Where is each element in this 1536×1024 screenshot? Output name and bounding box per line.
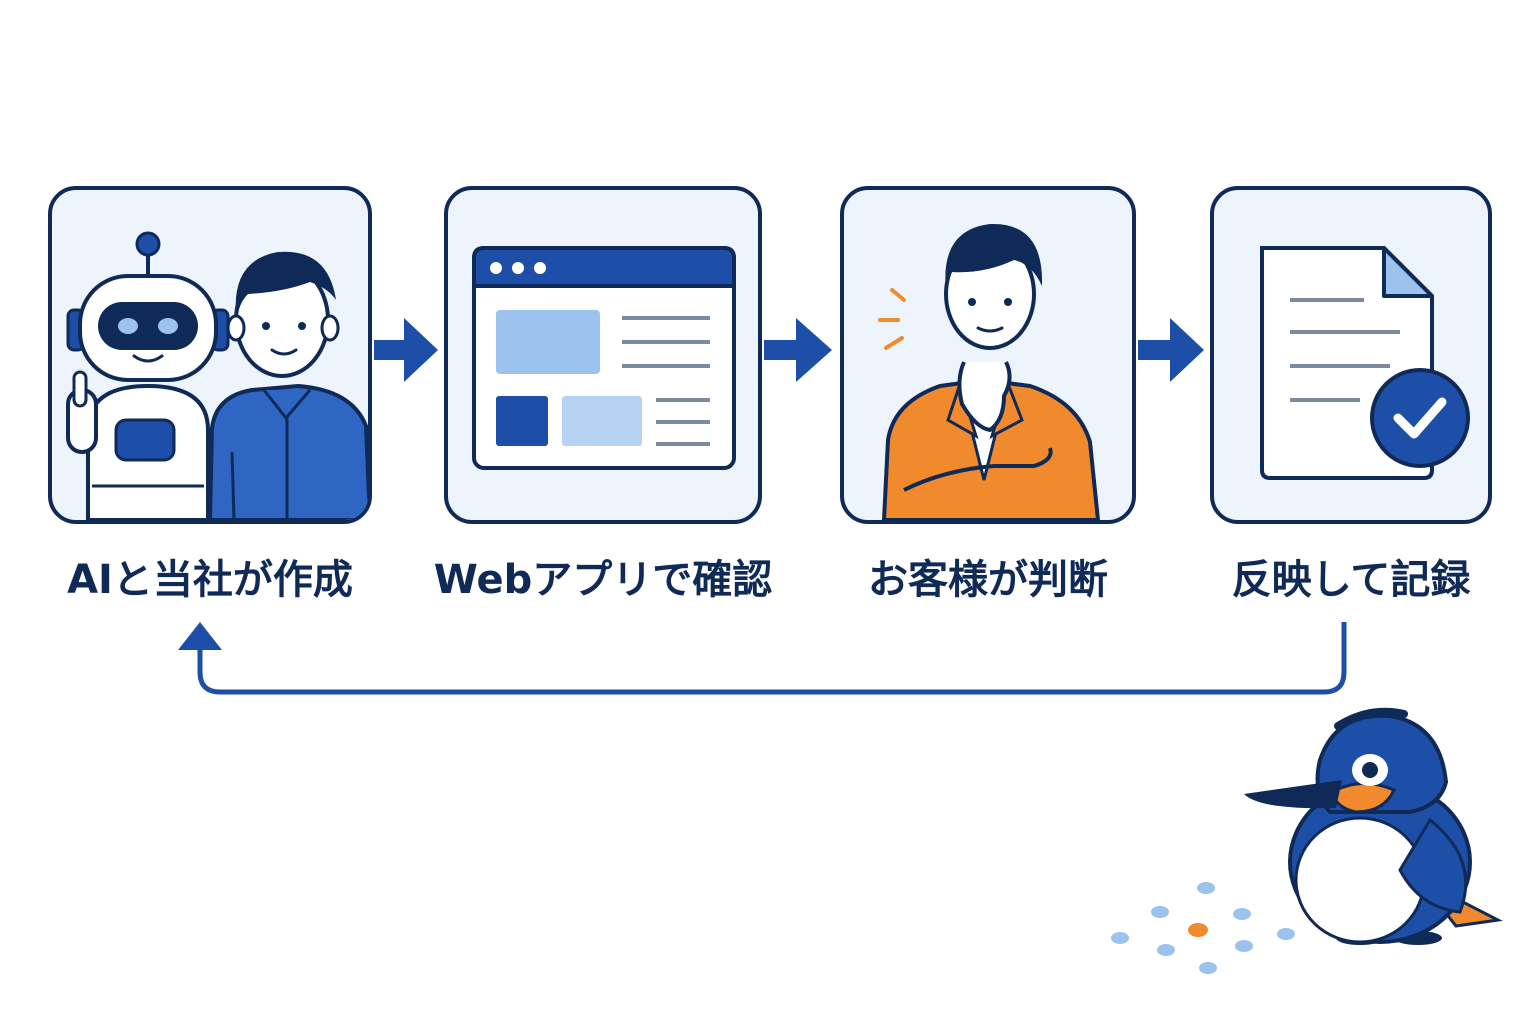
- arrow-right-icon: [764, 318, 832, 382]
- step-label-reflect-record: 反映して記録: [1231, 557, 1471, 603]
- kingfisher-mascot-icon: [1244, 707, 1503, 945]
- step-card-reflect-record: [1210, 186, 1492, 524]
- arrow-right-icon: [374, 318, 438, 382]
- step-card-web-app: [444, 186, 762, 524]
- arrow-right-icon: [1138, 318, 1204, 382]
- step-card-ai-and-company: [48, 186, 372, 524]
- step-label-web-app: Webアプリで確認: [433, 557, 773, 603]
- confetti-dots-icon: [1111, 882, 1295, 974]
- robot-and-person-icon: [66, 231, 368, 520]
- thinking-customer-icon: [878, 223, 1101, 520]
- step-label-ai-and-company: AIと当社が作成: [67, 557, 353, 603]
- loop-back-arrow-icon: [178, 622, 1347, 695]
- step-card-customer-decision: [840, 186, 1136, 524]
- document-check-icon: [1260, 246, 1470, 480]
- step-label-customer-decision: お客様が判断: [868, 557, 1108, 603]
- web-app-window-icon: [472, 246, 736, 470]
